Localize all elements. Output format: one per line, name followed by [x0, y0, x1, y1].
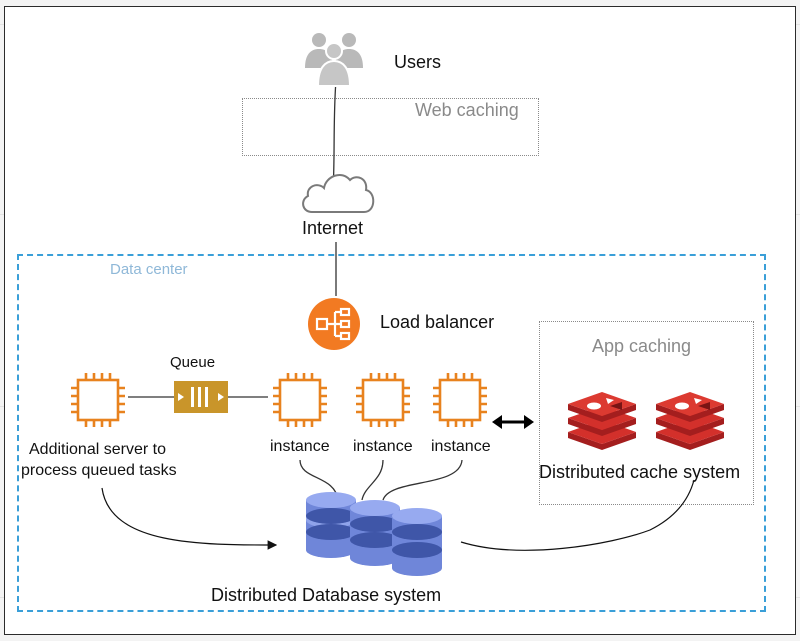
additional-server-label-line1: Additional server to	[29, 441, 166, 458]
additional-server-label-line2: process queued tasks	[21, 462, 177, 479]
db-cylinder-3	[392, 508, 442, 576]
web-caching-box	[242, 98, 539, 156]
sqs-queue-icon	[174, 381, 228, 413]
internet-label: Internet	[302, 218, 364, 238]
ec2-instance-icon	[71, 373, 125, 427]
users-group-icon	[305, 33, 363, 87]
load-balancer-label: Load balancer	[380, 312, 495, 332]
ec2-instance-icon	[273, 373, 327, 427]
cloud-icon	[302, 173, 375, 213]
database-cylinder-icon	[306, 492, 442, 576]
instance2-db-connector	[361, 459, 384, 501]
db-cylinder-2	[350, 500, 400, 566]
app-caching-box	[539, 321, 754, 505]
redis-icon	[568, 392, 636, 450]
instance-label-3: instance	[431, 438, 491, 455]
instance-label-1: instance	[270, 438, 330, 455]
distributed-db-label: Distributed Database system	[211, 585, 442, 605]
db-cache-connector	[460, 479, 695, 551]
data-center-label: Data center	[110, 261, 188, 278]
ec2-instance-icon	[356, 373, 410, 427]
instance3-db-connector	[382, 459, 463, 501]
server-db-arrow	[101, 487, 278, 550]
data-center-box	[17, 254, 766, 612]
instance-label-2: instance	[353, 438, 413, 455]
ec2-instance-icon	[433, 373, 487, 427]
web-caching-label: Web caching	[415, 100, 519, 120]
load-balancer-icon	[308, 298, 360, 350]
redis-icon	[656, 392, 724, 450]
distributed-cache-label: Distributed cache system	[539, 462, 741, 482]
users-label: Users	[394, 52, 442, 72]
db-cylinder-1	[306, 492, 356, 558]
app-caching-label: App caching	[592, 336, 692, 356]
queue-label: Queue	[170, 354, 216, 371]
